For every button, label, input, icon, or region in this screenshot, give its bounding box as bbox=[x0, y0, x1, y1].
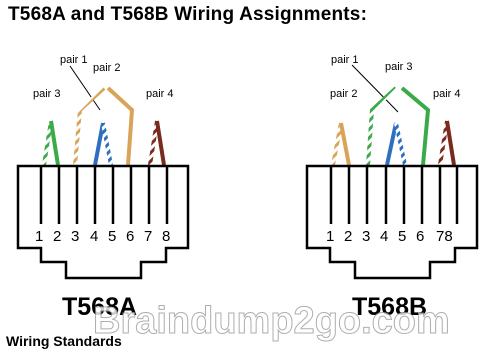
pair-label-1: pair 1 bbox=[331, 54, 359, 66]
wire-pin-3 bbox=[73, 86, 106, 166]
wire-pin-7 bbox=[438, 120, 449, 166]
wire-pin-4 bbox=[93, 122, 105, 166]
pin-number: 5 bbox=[398, 228, 406, 245]
pair-1-leader bbox=[351, 64, 399, 113]
wire-pin-6 bbox=[400, 86, 431, 166]
pin-number: 2 bbox=[344, 228, 352, 245]
connector-t568a: pair 1 pair 2 pair 3 pair 4 bbox=[16, 54, 190, 321]
connector-body bbox=[16, 164, 190, 280]
pair-label-2: pair 2 bbox=[330, 88, 358, 100]
pin-number: 4 bbox=[90, 228, 98, 245]
wire-pin-1 bbox=[331, 122, 343, 166]
pair-label-3: pair 3 bbox=[385, 61, 413, 73]
pin-number: 1 bbox=[326, 228, 334, 245]
wire-pin-4 bbox=[385, 122, 398, 166]
wire-pin-7 bbox=[148, 120, 159, 166]
pair-label-4: pair 4 bbox=[146, 88, 174, 100]
pin-contacts bbox=[329, 166, 459, 224]
watermark: Braindump2go.com bbox=[93, 300, 450, 342]
pin-number: 78 bbox=[436, 228, 453, 245]
wire-pin-5 bbox=[394, 122, 407, 166]
connector-t568b: pair 1 pair 3 pair 2 pair 4 1 2 bbox=[305, 54, 479, 321]
pin-number: 6 bbox=[416, 228, 424, 245]
standard-name: T568A bbox=[62, 293, 137, 321]
wire-pin-1 bbox=[42, 120, 53, 166]
wire-pin-5 bbox=[101, 122, 113, 166]
page-title: T568A and T568B Wiring Assignments: bbox=[8, 4, 368, 25]
wire-pin-2 bbox=[49, 120, 60, 166]
pin-number: 4 bbox=[380, 228, 388, 245]
pin-contacts bbox=[39, 166, 169, 224]
footer-caption: Wiring Standards bbox=[6, 333, 122, 349]
pair-1-leader bbox=[69, 65, 101, 111]
wire-pin-6 bbox=[106, 86, 135, 166]
pin-number: 5 bbox=[108, 228, 116, 245]
pin-number: 2 bbox=[53, 228, 61, 245]
pin-number: 6 bbox=[126, 228, 134, 245]
pair-label-2: pair 2 bbox=[93, 62, 121, 74]
pin-number: 3 bbox=[362, 228, 370, 245]
pin-number: 7 bbox=[144, 228, 152, 245]
pin-number: 1 bbox=[35, 228, 43, 245]
wire-pin-3 bbox=[366, 86, 398, 166]
pair-label-4: pair 4 bbox=[433, 88, 461, 100]
pin-number: 3 bbox=[71, 228, 79, 245]
wire-pin-8 bbox=[155, 120, 166, 166]
wire-pin-8 bbox=[445, 120, 456, 166]
pair-label-1: pair 1 bbox=[60, 54, 88, 66]
wire-pin-2 bbox=[339, 122, 351, 166]
pair-label-3: pair 3 bbox=[33, 88, 61, 100]
connector-body bbox=[305, 164, 479, 280]
pin-number: 8 bbox=[162, 228, 170, 245]
standard-name: T568B bbox=[352, 293, 427, 321]
